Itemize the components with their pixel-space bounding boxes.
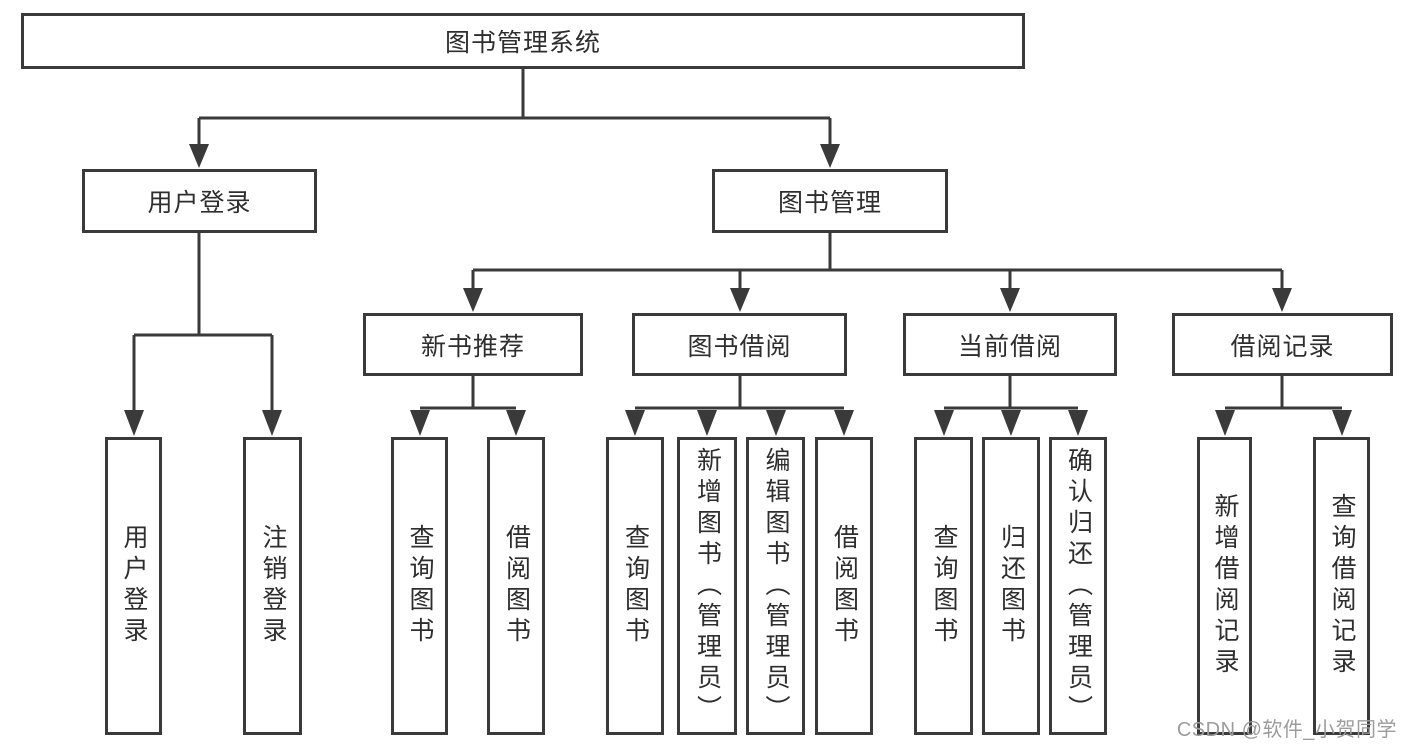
node-leaf-borrow-book-2: 借阅图书 [815, 437, 873, 735]
node-leaf-borrow-book-1: 借阅图书 [487, 437, 545, 735]
node-book-management-label: 图书管理 [777, 189, 882, 217]
node-leaf-user-login-label: 用户登录 [120, 524, 148, 648]
node-leaf-query-book-2: 查询图书 [606, 437, 664, 735]
node-leaf-user-login: 用户登录 [105, 437, 162, 735]
node-borrowing-records-label: 借阅记录 [1230, 332, 1335, 361]
node-book-borrowing: 图书借阅 [632, 313, 847, 376]
node-new-book-recommend-label: 新书推荐 [420, 332, 525, 361]
node-leaf-borrow-book-1-label: 借阅图书 [502, 524, 531, 648]
node-leaf-query-book-3-label: 查询图书 [930, 524, 958, 648]
node-leaf-borrow-book-2-label: 借阅图书 [830, 524, 859, 648]
csdn-watermark: CSDN @软件_小贺同学 [1176, 719, 1397, 741]
node-book-borrowing-label: 图书借阅 [687, 332, 792, 361]
node-leaf-edit-book-admin-label: 编辑图书（管理员） [762, 446, 790, 726]
node-user-login: 用户登录 [82, 169, 317, 233]
node-leaf-query-book-2-label: 查询图书 [621, 524, 650, 648]
node-leaf-logout: 注销登录 [243, 437, 302, 735]
node-leaf-add-borrow-record: 新增借阅记录 [1197, 437, 1252, 735]
node-borrowing-records: 借阅记录 [1172, 313, 1393, 376]
node-leaf-return-book: 归还图书 [982, 437, 1040, 735]
node-leaf-query-borrow-record: 查询借阅记录 [1313, 437, 1370, 735]
node-current-borrowing: 当前借阅 [903, 313, 1117, 376]
node-leaf-confirm-return-admin: 确认归还（管理员） [1049, 437, 1107, 735]
node-leaf-add-borrow-record-label: 新增借阅记录 [1211, 493, 1239, 679]
arrowheads [124, 144, 1352, 436]
node-leaf-query-book-1-label: 查询图书 [406, 524, 434, 648]
node-leaf-logout-label: 注销登录 [259, 524, 287, 648]
node-root-label: 图书管理系统 [444, 29, 601, 57]
node-leaf-add-book-admin: 新增图书（管理员） [677, 437, 737, 735]
node-current-borrowing-label: 当前借阅 [957, 332, 1062, 361]
node-leaf-edit-book-admin: 编辑图书（管理员） [746, 437, 805, 735]
node-leaf-query-borrow-record-label: 查询借阅记录 [1328, 493, 1356, 679]
node-new-book-recommend: 新书推荐 [363, 313, 583, 376]
node-leaf-query-book-3: 查询图书 [914, 437, 973, 735]
node-book-management: 图书管理 [712, 169, 948, 233]
node-leaf-confirm-return-admin-label: 确认归还（管理员） [1064, 446, 1093, 726]
node-leaf-add-book-admin-label: 新增图书（管理员） [693, 446, 722, 726]
node-leaf-return-book-label: 归还图书 [997, 524, 1026, 648]
node-leaf-query-book-1: 查询图书 [391, 437, 448, 735]
node-user-login-label: 用户登录 [147, 189, 252, 217]
node-root: 图书管理系统 [21, 13, 1025, 69]
